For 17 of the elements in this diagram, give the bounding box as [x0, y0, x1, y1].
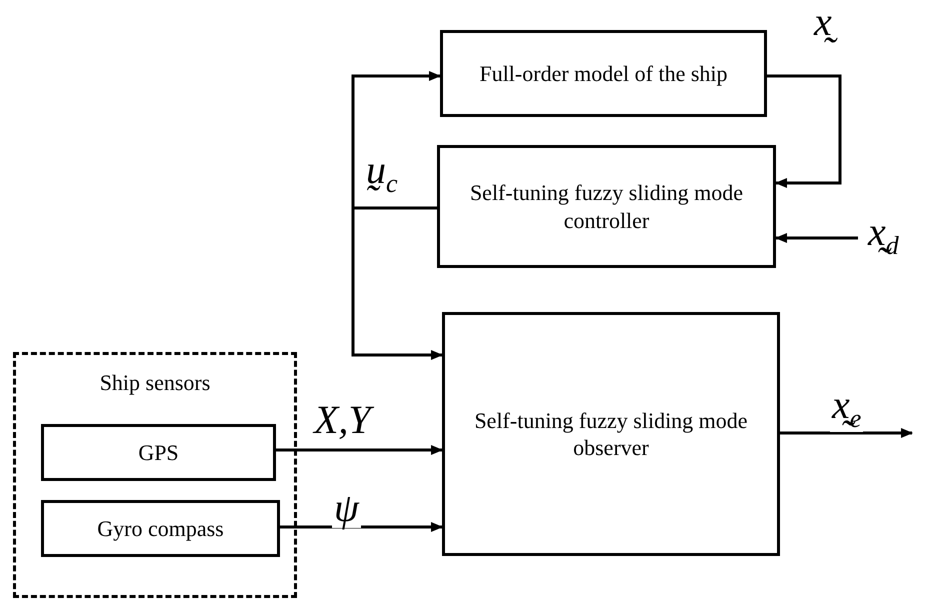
arrow — [767, 74, 842, 188]
process-box — [41, 500, 280, 557]
process-box — [442, 312, 780, 556]
process-box — [41, 424, 276, 481]
block-label: Full-order model of the ship — [479, 60, 728, 88]
block-label: GPS — [138, 438, 179, 466]
process-box — [437, 145, 776, 268]
arrow — [775, 233, 858, 243]
group-box — [13, 352, 297, 598]
process-box — [440, 30, 767, 117]
block-label: Gyro compass — [97, 514, 224, 542]
block-label: Self-tuning fuzzy sliding mode controller — [468, 179, 744, 234]
group-title: Ship sensors — [98, 369, 212, 396]
block-label: Self-tuning fuzzy sliding mode observer — [473, 406, 749, 462]
arrow — [780, 428, 913, 438]
arrow — [352, 71, 441, 210]
arrow — [352, 206, 443, 360]
